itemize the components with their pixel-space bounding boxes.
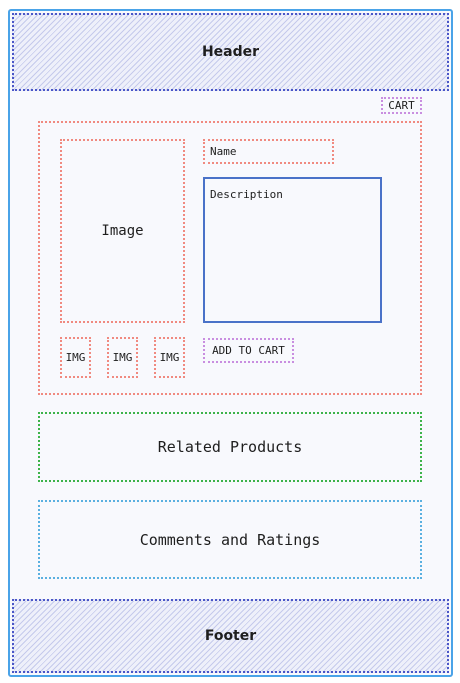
related-products-label: Related Products (157, 438, 303, 456)
footer-label: Footer (204, 628, 257, 644)
cart-label: CART (388, 99, 415, 112)
product-section: Image Name Description IMG IMG IMG ADD T… (38, 121, 422, 395)
comments-label: Comments and Ratings (139, 530, 321, 549)
add-to-cart-label: ADD TO CART (212, 344, 285, 357)
add-to-cart-button[interactable]: ADD TO CART (203, 338, 294, 363)
thumbnail-label: IMG (159, 351, 180, 364)
product-name-field: Name (203, 139, 334, 164)
page-frame: Header CART Image Name Description IMG I… (8, 9, 453, 677)
image-label: Image (101, 223, 144, 239)
product-description-box: Description (203, 177, 382, 323)
thumbnail-label: IMG (65, 351, 86, 364)
related-products-section: Related Products (38, 412, 422, 482)
description-label: Description (210, 188, 283, 201)
footer-region: Footer (12, 599, 449, 673)
header-region: Header (12, 13, 449, 91)
thumbnail-1[interactable]: IMG (60, 337, 91, 378)
product-image-placeholder: Image (60, 139, 185, 323)
comments-ratings-section: Comments and Ratings (38, 500, 422, 579)
thumbnail-label: IMG (112, 351, 133, 364)
thumbnail-2[interactable]: IMG (107, 337, 138, 378)
cart-button[interactable]: CART (381, 97, 422, 114)
name-label: Name (210, 145, 237, 158)
thumbnail-3[interactable]: IMG (154, 337, 185, 378)
header-label: Header (201, 44, 260, 60)
